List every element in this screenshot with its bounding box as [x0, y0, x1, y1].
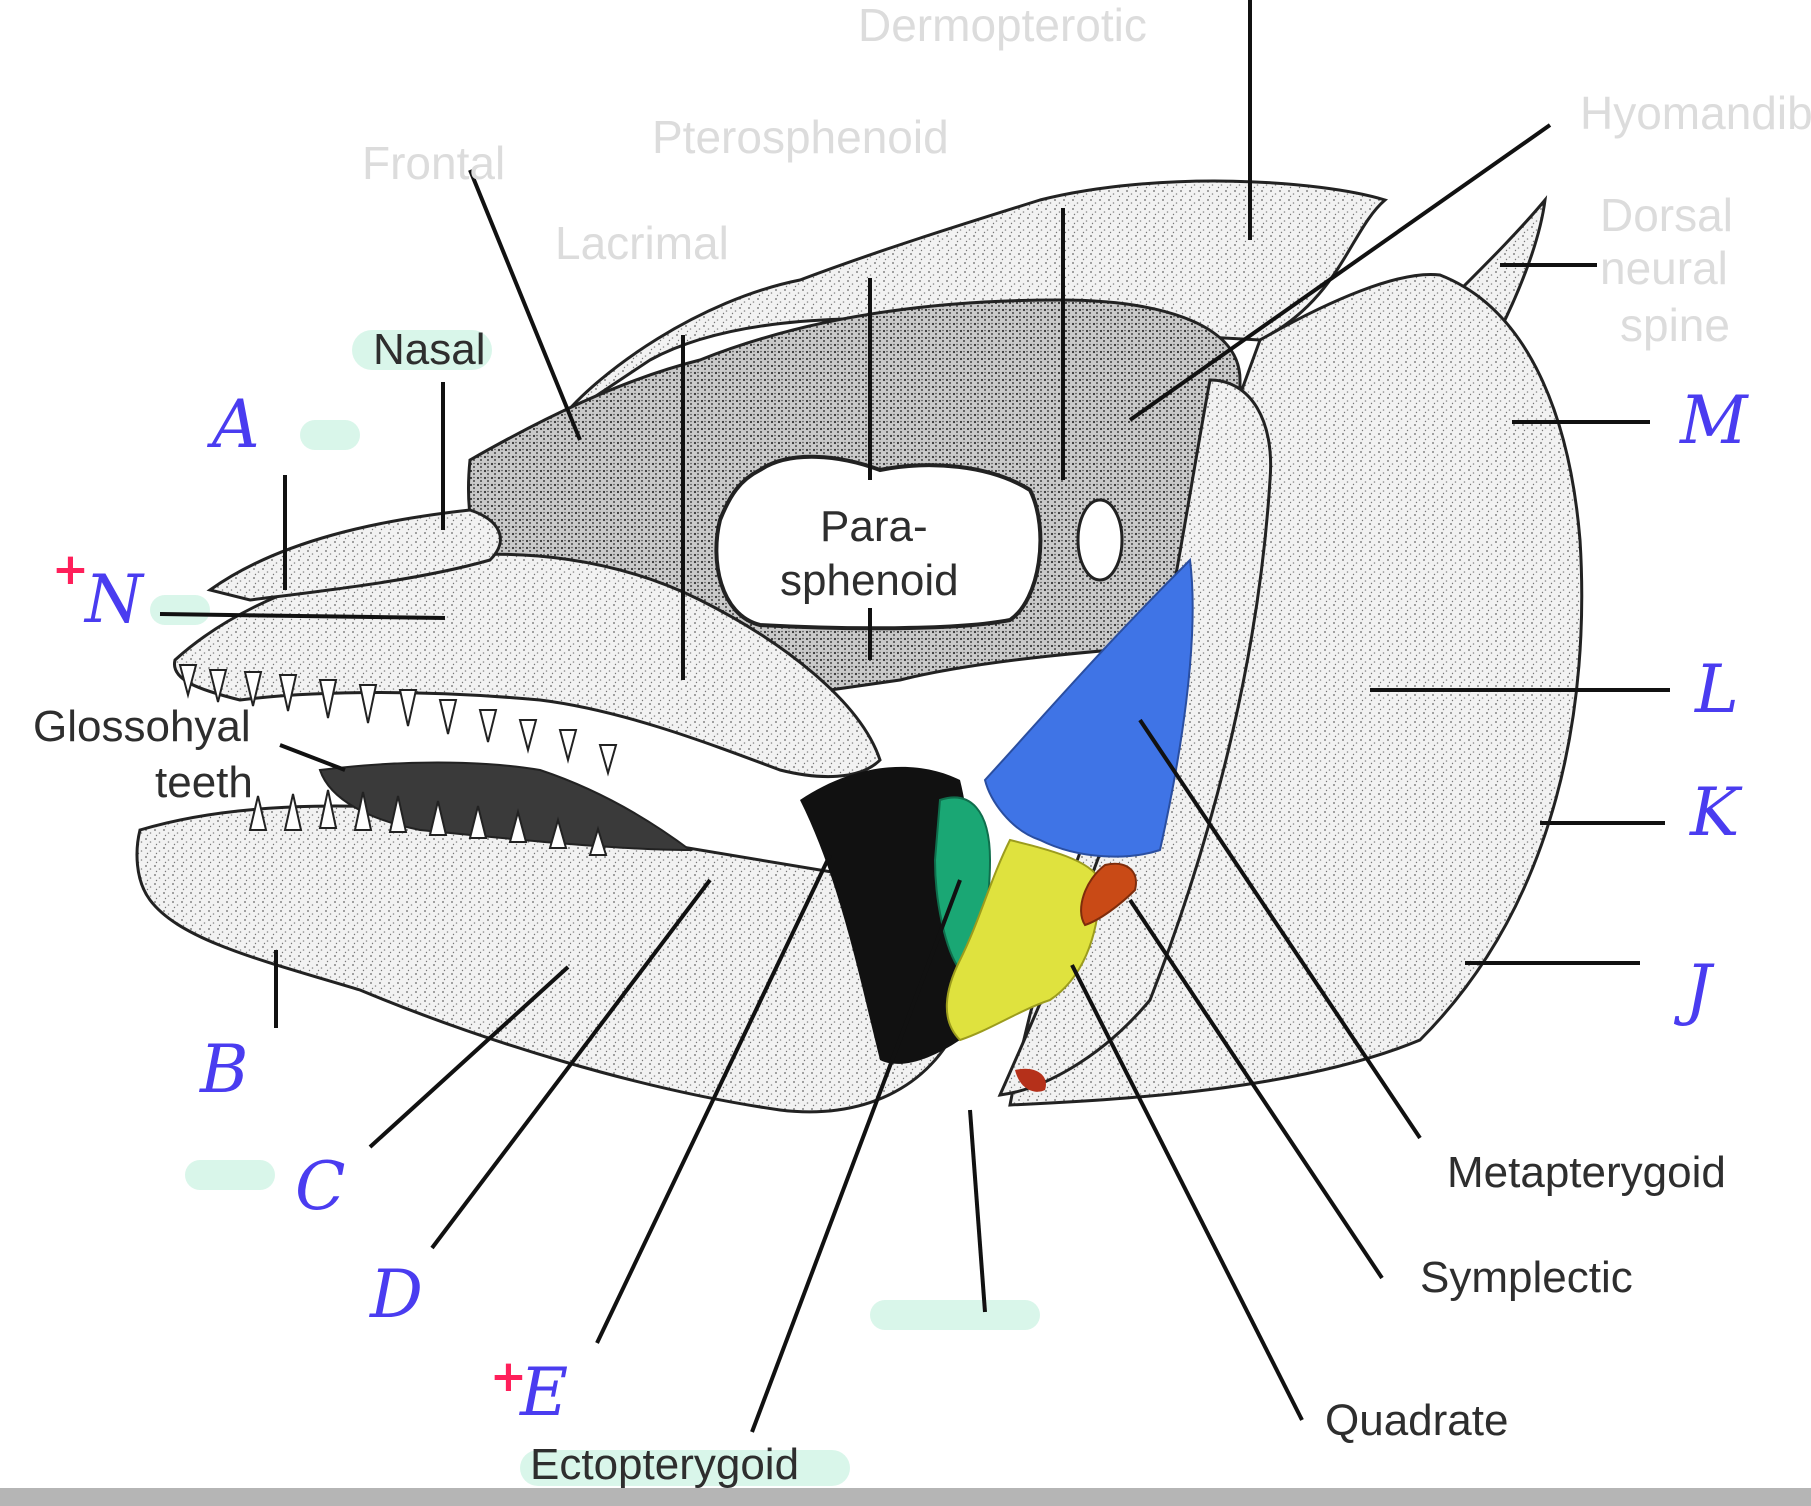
bottom-bar — [0, 1488, 1811, 1506]
hand-letter-j: J — [1685, 951, 1712, 1028]
left-highlight-1 — [300, 420, 360, 450]
label-symplectic: Symplectic — [1420, 1253, 1633, 1302]
hand-letter-m: M — [1680, 382, 1748, 459]
label-pterosphenoid: Pterosphenoid — [652, 111, 949, 163]
left-highlight-3 — [185, 1160, 275, 1190]
label-lacrimal: Lacrimal — [555, 217, 729, 269]
small-red-mark — [1015, 1068, 1046, 1092]
label-nasal: Nasal — [373, 325, 486, 374]
label-ectopterygoid: Ectopterygoid — [530, 1440, 800, 1489]
ectopterygoid-highlight — [520, 1450, 850, 1486]
label-frontal: Frontal — [362, 137, 506, 189]
label-glossohyal-teeth: teeth — [155, 758, 253, 807]
hand-letter-n: N — [85, 561, 143, 638]
snout-bone — [206, 508, 502, 602]
symplectic-bone — [1080, 862, 1137, 927]
label-dorsal-spine-3: spine — [1620, 299, 1730, 351]
label-dorsal-spine-1: Dorsal — [1600, 189, 1733, 241]
posterior-opening — [1076, 498, 1124, 582]
plus-mark-n: + — [52, 544, 89, 595]
lower-teeth — [248, 789, 608, 856]
label-parasphenoid-2: sphenoid — [780, 556, 959, 605]
hand-letter-d: D — [370, 1256, 423, 1333]
nasal-highlight — [352, 330, 492, 370]
label-hyomandibula: Hyomandibula — [1580, 87, 1811, 139]
hand-letter-b: B — [200, 1031, 249, 1108]
label-parasphenoid-1: Para- — [820, 502, 928, 551]
orbit-opening — [714, 454, 1043, 631]
left-highlight-2 — [150, 595, 210, 625]
dark-cavity — [800, 766, 972, 1064]
hand-letter-k: K — [1690, 774, 1740, 851]
upper-teeth — [178, 664, 618, 777]
label-dermopterotic: Dermopterotic — [858, 0, 1147, 51]
bottom-highlight — [870, 1300, 1040, 1330]
hand-letter-a: A — [212, 386, 260, 463]
hand-letter-e: E — [520, 1354, 569, 1431]
label-dorsal-spine-2: neural — [1600, 242, 1728, 294]
metapterygoid-bone — [983, 557, 1194, 858]
label-metapterygoid: Metapterygoid — [1447, 1148, 1726, 1197]
hand-letter-c: C — [295, 1148, 346, 1225]
label-glossohyal: Glossohyal — [33, 702, 251, 751]
leader-lines — [159, 0, 1670, 1433]
plus-mark-e: + — [490, 1351, 527, 1402]
label-quadrate: Quadrate — [1325, 1396, 1509, 1445]
hand-letter-l: L — [1695, 651, 1739, 728]
